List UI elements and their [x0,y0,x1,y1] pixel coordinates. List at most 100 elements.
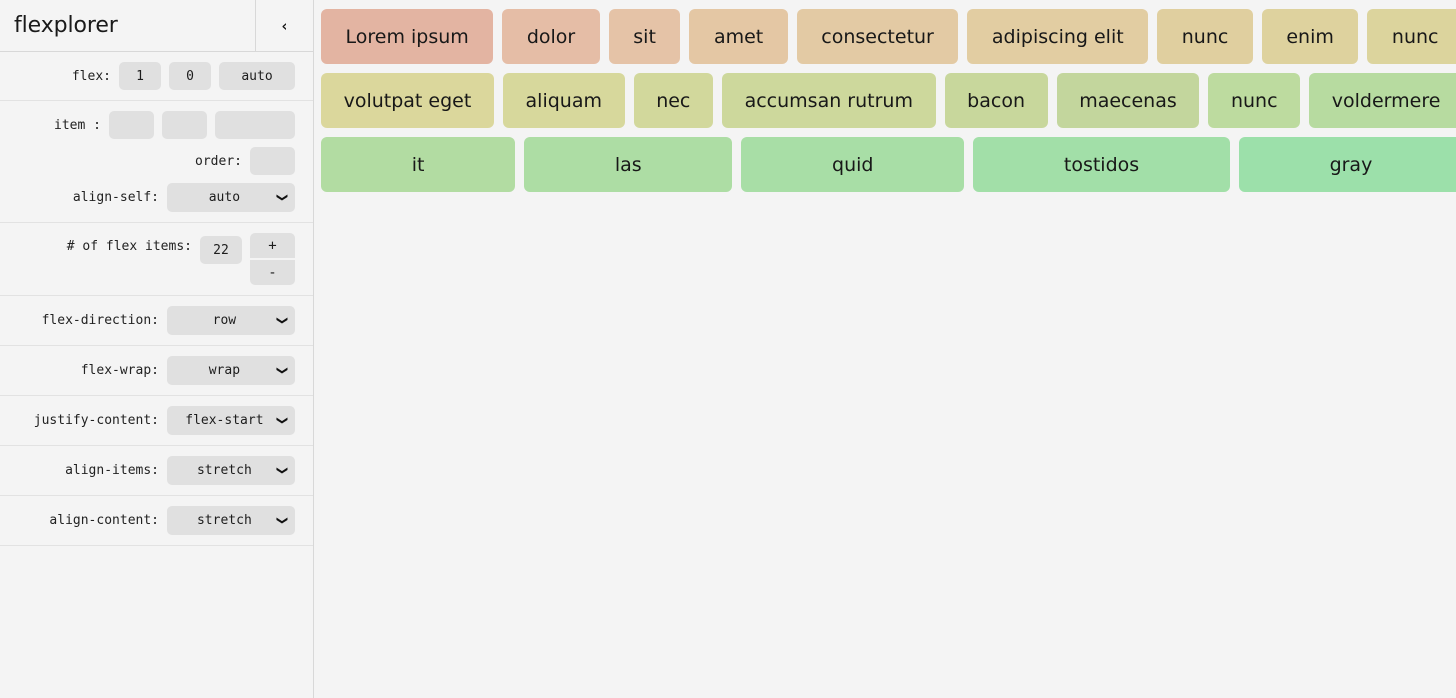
control-label: flex-direction: [41,313,159,328]
flex-item-label: amet [713,25,764,48]
decrement-items-button[interactable]: - [250,260,295,285]
flex-item-label: dolor [526,25,576,48]
sidebar: flexplorer ‹ flex: item : order: align-self… [0,0,314,698]
flex-item[interactable]: aliquam [502,73,625,128]
flex-item-label: las [614,153,642,176]
flex-item-label: accumsan rutrum [744,89,913,112]
select-value: row [212,313,237,328]
flex-item-label: maecenas [1079,89,1177,112]
flex-canvas: Lorem ipsum dolor sit amet consectetur adipis… [314,0,1456,698]
sidebar-section-justify-content: justify-content: flex-start ❯ [0,396,313,446]
flex-item-label: bacon [967,89,1025,112]
flex-item-label: tostidos [1063,153,1140,176]
flex-item-count-stepper: +- [250,233,295,285]
flex-item[interactable]: consectetur [796,9,959,64]
flex-item-label: quid [832,153,874,176]
control-row: order: [0,147,313,175]
flex-item-label: gray [1329,153,1373,176]
flex-container: Lorem ipsum dolor sit amet consectetur adipis… [321,9,1456,192]
sidebar-section-item-properties: item : order: align-self: auto ❯ [0,101,313,223]
flex-item-label: nunc [1181,25,1229,48]
flex-item[interactable]: nunc [1367,9,1456,64]
control-row: align-self: auto ❯ [0,183,313,212]
flex-direction-select[interactable]: row❯ [167,306,295,335]
flex-item[interactable]: sit [608,9,681,64]
flex-item[interactable]: adipiscing elit [967,9,1149,64]
flex-item[interactable]: nunc [1157,9,1253,64]
flex-item-label: adipiscing elit [991,25,1124,48]
flex-shrink-input[interactable] [169,62,211,90]
chevron-down-icon: ❯ [275,192,289,203]
control-row: # of flex items:+- [0,233,313,285]
flex-item[interactable]: bacon [944,73,1048,128]
control-label: order: [195,153,242,169]
sidebar-section-align-items: align-items: stretch ❯ [0,446,313,496]
flex-item-label: Lorem ipsum [345,25,469,48]
item-shrink-input[interactable] [162,111,207,139]
align-content-select[interactable]: stretch ❯ [167,506,295,535]
control-label: item : [54,117,101,133]
flex-item-label: consectetur [821,25,934,48]
increment-items-button[interactable]: + [250,233,295,258]
justify-content-select[interactable]: flex-start ❯ [167,406,295,435]
control-label: align-self: [72,190,159,205]
flex-item[interactable]: las [524,137,733,192]
select-value: wrap [208,363,241,378]
flex-item[interactable]: maecenas [1056,73,1200,128]
control-label: align-items: [65,463,159,478]
flex-item[interactable]: quid [741,137,965,192]
control-row: flex-direction: row❯ [0,306,313,335]
align-items-select[interactable]: stretch ❯ [167,456,295,485]
chevron-down-icon: ❯ [275,515,289,526]
chevron-down-icon: ❯ [275,415,289,426]
control-label: flex-wrap: [80,363,159,378]
flex-item[interactable]: volutpat eget [321,73,494,128]
sidebar-section-flex-wrap: flex-wrap: wrap ❯ [0,346,313,396]
sidebar-section-flex-shorthand: flex: [0,52,313,101]
select-value: flex-start [185,413,264,428]
chevron-left-icon: ‹ [279,16,290,35]
flex-item-label: it [411,153,425,176]
control-row: item : [0,111,313,139]
flex-item[interactable]: dolor [502,9,600,64]
item-basis-input[interactable] [215,111,295,139]
flex-item-count-input[interactable] [200,236,242,264]
sidebar-header: flexplorer ‹ [0,0,313,52]
flex-item[interactable]: it [321,137,516,192]
flex-item-label: nec [656,89,691,112]
control-label: flex: [71,68,111,84]
order-input[interactable] [250,147,295,175]
flex-item[interactable]: tostidos [973,137,1230,192]
flex-item[interactable]: voldermere [1309,73,1456,128]
flex-grow-input[interactable] [119,62,161,90]
flex-item-label: enim [1286,25,1334,48]
flex-item[interactable]: enim [1261,9,1359,64]
flex-item[interactable]: accumsan rutrum [722,73,936,128]
flex-basis-input[interactable] [219,62,295,90]
control-label: align-content: [49,513,159,528]
flex-item-label: sit [633,25,656,48]
control-row: align-content: stretch ❯ [0,506,313,535]
control-row: flex: [0,62,313,90]
flex-item[interactable]: nunc [1208,73,1301,128]
flex-item[interactable]: nec [633,73,713,128]
flex-item-label: nunc [1230,89,1278,112]
select-value: stretch [196,463,252,478]
chevron-down-icon: ❯ [275,465,289,476]
sidebar-section-flex-direction: flex-direction: row❯ [0,296,313,346]
flex-item[interactable]: amet [689,9,788,64]
flex-item[interactable]: gray [1238,137,1456,192]
align-self-select[interactable]: auto ❯ [167,183,295,212]
chevron-down-icon: ❯ [275,365,289,376]
flex-item-label: nunc [1391,25,1439,48]
item-grow-input[interactable] [109,111,154,139]
control-label: justify-content: [33,413,159,428]
control-row: justify-content: flex-start ❯ [0,406,313,435]
flex-wrap-select[interactable]: wrap ❯ [167,356,295,385]
flex-item-label: voldermere [1331,89,1441,112]
select-value: stretch [196,513,252,528]
flex-item[interactable]: Lorem ipsum [321,9,494,64]
collapse-sidebar-button[interactable]: ‹ [255,0,313,51]
select-value: auto [208,190,241,205]
sidebar-section-align-content: align-content: stretch ❯ [0,496,313,546]
